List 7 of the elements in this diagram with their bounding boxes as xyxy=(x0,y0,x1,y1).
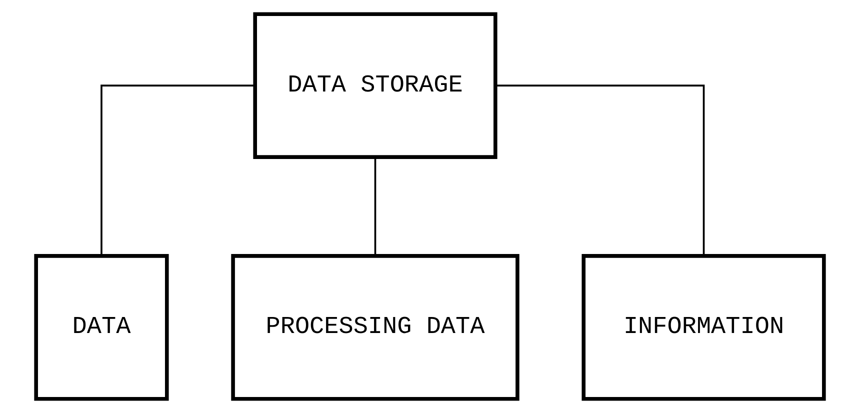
connector xyxy=(100,84,254,256)
node-box: DATA xyxy=(34,254,168,401)
node-box: PROCESSING DATA xyxy=(230,254,519,401)
node-box: DATA STORAGE xyxy=(252,12,497,159)
connector xyxy=(495,84,704,256)
node-box: INFORMATION xyxy=(581,254,826,401)
connector xyxy=(374,157,376,256)
